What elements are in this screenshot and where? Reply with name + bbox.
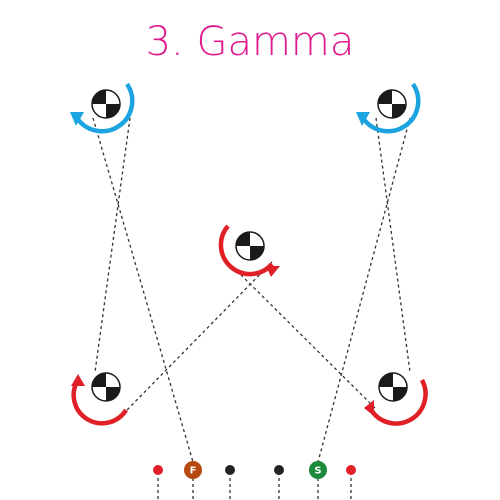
start-marker xyxy=(309,461,327,479)
route-paths xyxy=(92,117,411,500)
target-icon xyxy=(91,89,121,119)
route-path-segment xyxy=(227,261,378,411)
targets xyxy=(91,89,408,402)
route-path-segment xyxy=(94,117,131,373)
counterclockwise-arrow-icon xyxy=(75,82,135,134)
finish-marker-label: F xyxy=(190,466,197,477)
arrowhead-icon xyxy=(70,112,84,126)
counterclockwise-arrow-icon xyxy=(361,82,421,134)
posts: F S xyxy=(153,461,356,479)
target-icon xyxy=(235,231,265,261)
target-icon xyxy=(91,372,121,402)
rotation-arrowheads xyxy=(70,112,374,416)
red-post-dot xyxy=(153,465,163,475)
arrowhead-icon xyxy=(356,112,370,126)
rotation-arcs xyxy=(71,82,428,426)
page-title: 3. Gamma xyxy=(145,19,355,65)
black-post-dot xyxy=(274,465,284,475)
route-path-segment xyxy=(92,117,194,463)
start-marker-label: S xyxy=(314,466,321,477)
arrowhead-icon xyxy=(364,400,374,416)
arrowhead-icon xyxy=(266,266,280,277)
arrowhead-icon xyxy=(71,374,85,386)
route-path-segment xyxy=(375,117,411,373)
clockwise-arrow-icon xyxy=(71,378,128,426)
clockwise-arrow-icon xyxy=(368,378,428,426)
clockwise-arrow-icon xyxy=(218,224,274,277)
target-icon xyxy=(377,89,407,119)
target-icon xyxy=(378,372,408,402)
route-path-segment xyxy=(126,261,273,411)
finish-marker xyxy=(184,461,202,479)
route-path-segment xyxy=(317,117,411,463)
red-post-dot xyxy=(346,465,356,475)
black-post-dot xyxy=(225,465,235,475)
